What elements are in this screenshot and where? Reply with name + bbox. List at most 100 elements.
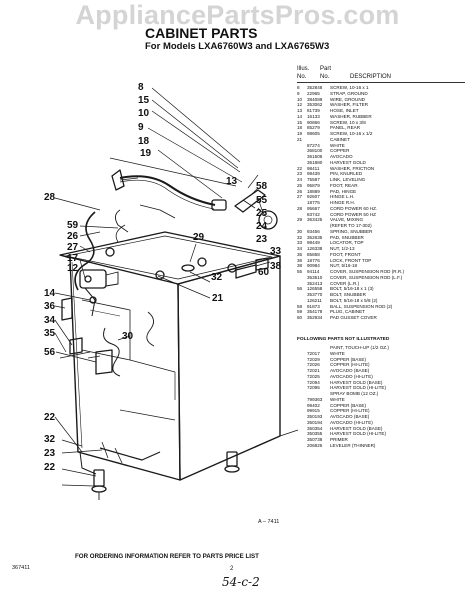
touchup-row: SPRAY BOMB (12 OZ.) <box>297 391 469 397</box>
part-number: 363425 <box>307 217 323 223</box>
part-number: 92607 <box>307 194 320 200</box>
part-number: 99915 <box>307 408 320 414</box>
part-description: PAD, SNUBBER <box>330 234 364 240</box>
callout-24: 24 <box>256 221 268 232</box>
handwritten-mark: 54-c-2 <box>222 575 260 589</box>
part-number: 350193 <box>307 414 323 419</box>
part-number: 352934 <box>307 315 323 320</box>
callout-10: 10 <box>138 108 150 119</box>
illus-number: 14 <box>297 113 303 119</box>
touchup-row: 72094 HARVEST GOLD (BASE) <box>297 380 469 386</box>
part-description: WASHER, FILTER <box>330 102 369 108</box>
part-number: 18776 <box>307 257 320 263</box>
callout-13: 13 <box>226 176 238 187</box>
part-number: 98449 <box>307 240 320 246</box>
callout-56: 56 <box>44 347 56 358</box>
part-number: 98411 <box>307 165 320 171</box>
part-description: HARVEST GOLD (BASE) <box>330 425 383 431</box>
part-number: 350738 <box>307 437 323 442</box>
part-number: 352848 <box>307 85 323 90</box>
not-illustrated-heading: FOLLOWING PARTS NOT ILLUSTRATED <box>297 337 390 342</box>
header-description: DESCRIPTION <box>350 74 392 80</box>
part-description: AVOCADO (HI-LITE) <box>330 419 373 425</box>
part-number: 72094 <box>307 379 320 385</box>
header-divider <box>297 82 465 83</box>
part-description: HARVEST GOLD (BASE) <box>330 379 383 385</box>
part-description: AVOCADO (HI-LITE) <box>330 373 373 379</box>
part-description: AVOCADO (BASE) <box>330 368 370 373</box>
touchup-row: 350738 PRIMER <box>297 437 469 443</box>
part-description: COPPER (HI-LITE) <box>330 408 370 414</box>
part-description: WHITE <box>330 142 345 148</box>
part-description: NUT, 1/2-13 <box>330 246 355 251</box>
illus-number: 59 <box>297 309 303 315</box>
callout-55: 55 <box>256 195 268 206</box>
illus-number: 12 <box>297 102 303 108</box>
part-description: HINGE R.H. <box>330 200 356 205</box>
part-description: PAD, HINGE <box>330 188 357 194</box>
illus-number: 24 <box>297 177 303 182</box>
part-description: BALL, SUSPENSION ROD (2) <box>330 303 393 309</box>
part-number: 126558 <box>307 286 323 292</box>
illus-number: 36 <box>297 257 303 263</box>
part-number: 18775 <box>307 200 320 205</box>
part-description: WHITE <box>330 396 345 402</box>
part-number: 87274 <box>307 142 320 148</box>
part-description: PIN, KNURLED <box>330 171 363 177</box>
part-number: 22965 <box>307 90 320 96</box>
part-description: SPRING, SNUBBER <box>330 228 373 234</box>
callout-32: 32 <box>211 272 223 283</box>
callout-33: 33 <box>270 246 282 257</box>
part-description: HARVEST GOLD (HI-LITE) <box>330 431 386 437</box>
part-description: HARVEST GOLD (HI-LITE) <box>330 385 386 391</box>
part-description: CABINET <box>330 136 350 142</box>
illus-number: 55 <box>297 269 303 274</box>
illus-number: 33 <box>297 240 303 246</box>
part-description: COPPER <box>330 148 350 154</box>
part-description: HARVEST GOLD <box>330 159 366 165</box>
part-number: 95667 <box>307 205 320 211</box>
page-number: 2 <box>230 566 234 572</box>
part-description: SCREW, 10-16 x 1/2 <box>330 131 373 136</box>
part-number: 350355 <box>307 431 323 437</box>
header-no-b: No. <box>320 74 330 80</box>
part-number: 799363 <box>307 396 323 402</box>
callout-27: 27 <box>67 242 79 253</box>
illus-number: 34 <box>297 246 303 251</box>
part-description: PRIMER <box>330 437 348 442</box>
part-number: 90866 <box>307 119 320 125</box>
page-subtitle: For Models LXA6760W3 and LXA6765W3 <box>145 41 330 52</box>
part-number: 350194 <box>307 419 323 425</box>
part-description: SCREW, 10-16 x 1 <box>330 85 369 90</box>
part-description: LEVELER (THINNER) <box>330 442 376 448</box>
part-number: 93456 <box>307 228 320 234</box>
part-number: 83742 <box>307 211 320 217</box>
callout-25: 25 <box>256 208 268 219</box>
part-number: 75587 <box>307 177 320 182</box>
part-number: 72017 <box>307 350 320 356</box>
part-number: 72029 <box>307 356 320 362</box>
part-description: WHITE <box>330 350 345 356</box>
touchup-row: PAINT, TOUCH-UP (1/2 OZ.) <box>297 345 469 351</box>
part-number: 91873 <box>307 303 320 309</box>
